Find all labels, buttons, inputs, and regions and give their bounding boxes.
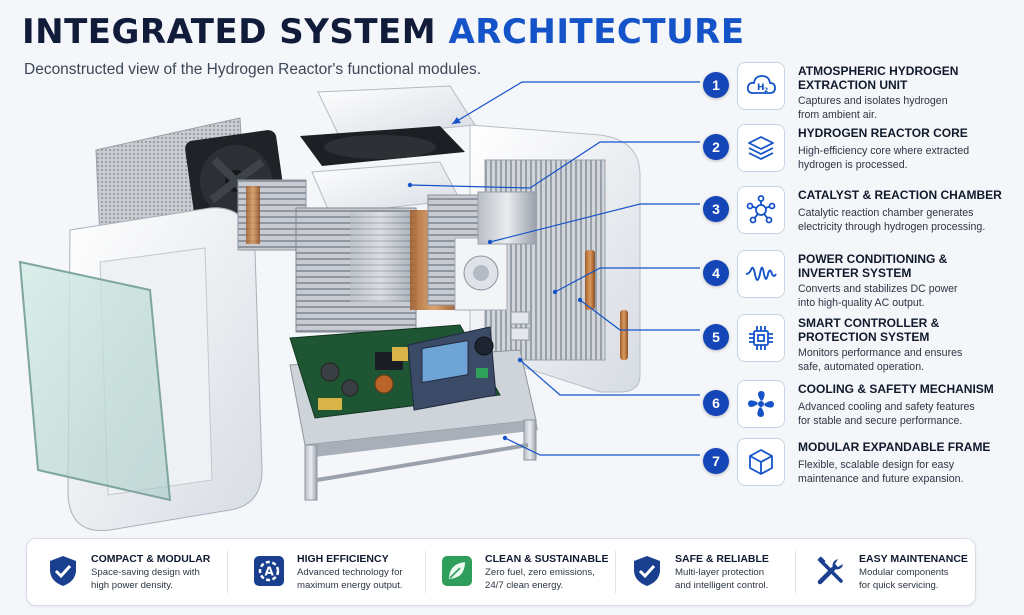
feature-title: HIGH EFFICIENCY bbox=[297, 553, 389, 565]
svg-text:2: 2 bbox=[764, 87, 768, 94]
module-7: 7 MODULAR EXPANDABLE FRAME Flexible, sca… bbox=[700, 438, 1018, 502]
feature-description: Zero fuel, zero emissions,24/7 clean ene… bbox=[485, 567, 595, 591]
tools-icon bbox=[817, 556, 843, 585]
svg-text:A: A bbox=[265, 565, 275, 579]
feature-divider bbox=[795, 551, 796, 593]
module-number-badge: 1 bbox=[703, 72, 729, 98]
module-number-badge: 4 bbox=[703, 260, 729, 286]
title-accent: ARCHITECTURE bbox=[448, 12, 745, 52]
module-title: HYDROGEN REACTOR CORE bbox=[798, 126, 968, 140]
feature-divider bbox=[615, 551, 616, 593]
h2-cloud-icon: H 2 bbox=[737, 62, 785, 110]
feature-divider bbox=[425, 551, 426, 593]
gear-a-icon: A bbox=[254, 556, 284, 586]
svg-text:H: H bbox=[757, 83, 765, 93]
module-5: 5 SMART CONTROLLER &PROTECTION SYSTEM Mo… bbox=[700, 314, 1018, 378]
module-title: POWER CONDITIONING &INVERTER SYSTEM bbox=[798, 252, 948, 280]
page-subtitle: Deconstructed view of the Hydrogen React… bbox=[24, 61, 482, 78]
feature-title: SAFE & RELIABLE bbox=[675, 553, 769, 565]
molecule-icon bbox=[737, 186, 785, 234]
page-title: INTEGRATED SYSTEM ARCHITECTURE bbox=[22, 12, 745, 52]
module-title: SMART CONTROLLER &PROTECTION SYSTEM bbox=[798, 316, 940, 344]
module-title: MODULAR EXPANDABLE FRAME bbox=[798, 440, 991, 454]
feature-title: COMPACT & MODULAR bbox=[91, 553, 211, 565]
reactor-exploded-illustration bbox=[18, 81, 700, 532]
fan-icon bbox=[737, 380, 785, 428]
module-number-badge: 2 bbox=[703, 134, 729, 160]
leaf-icon bbox=[442, 556, 472, 586]
module-title: COOLING & SAFETY MECHANISM bbox=[798, 382, 994, 396]
feature-high-efficiency: A HIGH EFFICIENCY Advanced technology fo… bbox=[237, 539, 417, 605]
module-2: 2 HYDROGEN REACTOR CORE High-efficiency … bbox=[700, 124, 1018, 188]
module-6: 6 COOLING & SAFETY MECHANISM Advanced co… bbox=[700, 380, 1018, 444]
feature-compact-modular: COMPACT & MODULAR Space-saving design wi… bbox=[31, 539, 221, 605]
title-main: INTEGRATED SYSTEM bbox=[22, 12, 449, 52]
shield-check-icon bbox=[634, 556, 660, 586]
layers-icon bbox=[737, 124, 785, 172]
chip-icon bbox=[737, 314, 785, 362]
module-number-badge: 3 bbox=[703, 196, 729, 222]
cube-icon bbox=[737, 438, 785, 486]
feature-title: EASY MAINTENANCE bbox=[859, 553, 968, 565]
feature-clean-sustainable: CLEAN & SUSTAINABLE Zero fuel, zero emis… bbox=[425, 539, 615, 605]
shield-check-icon bbox=[50, 556, 76, 586]
module-3: 3 CATALYST & REACTION CHAMBER Catalytic … bbox=[700, 186, 1018, 250]
module-4: 4 POWER CONDITIONING &INVERTER SYSTEM Co… bbox=[700, 250, 1018, 314]
feature-divider bbox=[227, 551, 228, 593]
module-title: CATALYST & REACTION CHAMBER bbox=[798, 188, 1002, 202]
features-strip: COMPACT & MODULAR Space-saving design wi… bbox=[26, 538, 976, 606]
module-number-badge: 6 bbox=[703, 390, 729, 416]
module-number-badge: 5 bbox=[703, 324, 729, 350]
feature-title: CLEAN & SUSTAINABLE bbox=[485, 553, 609, 565]
sine-wave-icon bbox=[737, 250, 785, 298]
module-number-badge: 7 bbox=[703, 448, 729, 474]
